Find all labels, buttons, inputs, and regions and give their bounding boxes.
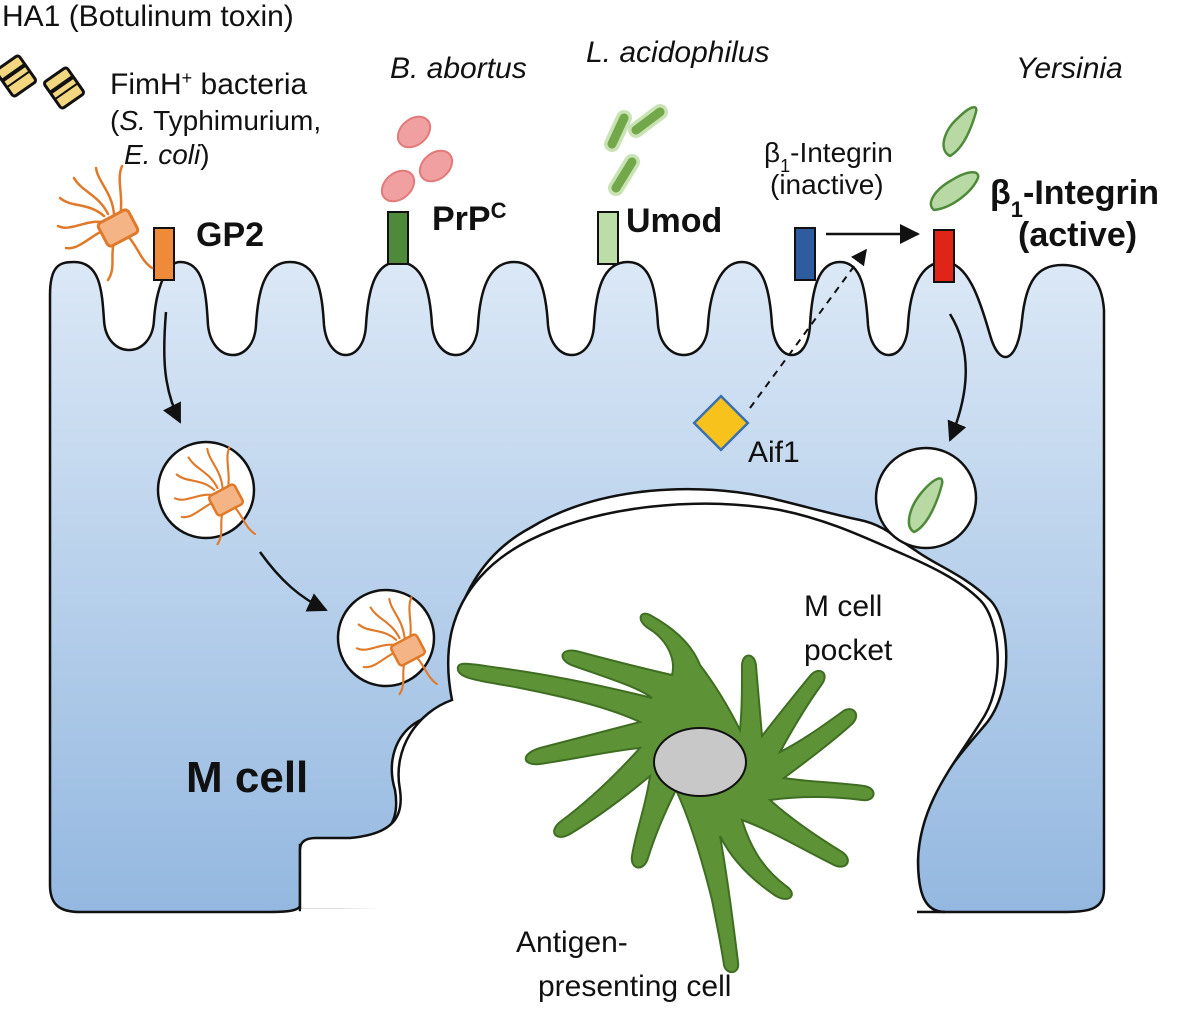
gp2-label: GP2 — [196, 216, 264, 254]
integrin-active-receptor — [933, 229, 955, 283]
ha1-label: HA1 (Botulinum toxin) — [2, 0, 294, 33]
umod-receptor — [597, 211, 619, 265]
gp2-receptor — [153, 227, 175, 281]
yersinia-vesicle — [874, 446, 978, 550]
prpc-label: PrPC — [432, 198, 507, 239]
pocket-gap — [301, 909, 917, 919]
integrin-active-label-line2: (active) — [1018, 216, 1137, 254]
yersinia-icon — [929, 105, 980, 212]
b-abortus-icon — [380, 115, 454, 203]
integrin-inactive-label-line2: (inactive) — [770, 169, 884, 200]
umod-label: Umod — [626, 202, 722, 240]
integrin-active-label-line1: β1-Integrin — [990, 174, 1159, 222]
antigen-presenting-cell-icon — [456, 612, 875, 974]
fimh-species-line2: E. coli) — [124, 139, 210, 170]
arrow-integrin-endocytosis — [947, 313, 967, 442]
arrow-gp2-endocytosis — [162, 311, 182, 424]
b-abortus-label: B. abortus — [390, 52, 527, 85]
apc-label-line2: presenting cell — [538, 970, 731, 1003]
yersinia-label: Yersinia — [1016, 52, 1123, 85]
arrow-vesicle-to-pocket — [258, 551, 328, 612]
apc-label-line1: Antigen- — [516, 926, 628, 959]
fimh-vesicle-upper — [156, 440, 257, 546]
integrin-inactive-label-line1: β1-Integrin — [764, 137, 893, 176]
prpc-receptor — [387, 211, 409, 265]
lactobacillus-icon — [604, 104, 668, 196]
pocket-label-line2: pocket — [804, 634, 893, 667]
m-cell-body — [48, 260, 1106, 914]
fimh-vesicle-lower — [336, 588, 439, 696]
ha1-toxin-icon — [0, 54, 85, 110]
apc-nucleus — [653, 727, 747, 797]
aif1-diamond-icon — [692, 394, 750, 452]
fimh-species-line1: (S. Typhimurium, — [110, 105, 321, 136]
pocket-label-line1: M cell — [804, 590, 882, 623]
arrow-aif1-dashed — [749, 248, 867, 409]
integrin-inactive-receptor — [794, 227, 816, 281]
m-cell-label: M cell — [186, 753, 308, 802]
l-acidophilus-label: L. acidophilus — [586, 36, 769, 69]
aif1-label: Aif1 — [748, 436, 800, 469]
fimh-label: FimH+ bacteria — [110, 68, 308, 101]
